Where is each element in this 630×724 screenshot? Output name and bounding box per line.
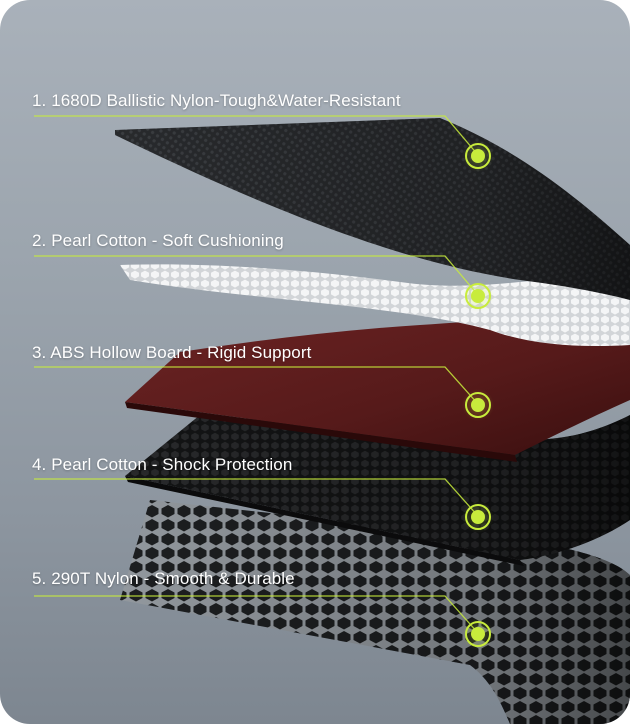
layer-label-5: 5. 290T Nylon - Smooth & Durable [32,569,295,588]
layer-2-white-pearl-cotton [120,264,630,347]
leader-line-5 [34,595,479,634]
layer-3-burgundy-abs-board [125,300,630,462]
marker-dots [462,140,494,650]
layer-label-1: 1. 1680D Ballistic Nylon-Tough&Water-Res… [32,91,401,110]
layer-label-3: 3. ABS Hollow Board - Rigid Support [32,343,312,362]
marker-dot-4 [462,501,494,533]
leader-line-4 [34,478,479,517]
marker-dot-1 [462,140,494,172]
layer-label-2: 2. Pearl Cotton - Soft Cushioning [32,231,284,250]
leader-line-3 [34,366,479,405]
marker-dot-3 [462,389,494,421]
layer-label-4: 4. Pearl Cotton - Shock Protection [32,455,293,474]
leader-lines [34,115,479,634]
leader-line-1 [34,115,479,156]
leader-line-2 [34,255,479,296]
layer-1-ballistic-nylon [115,118,630,300]
marker-dot-5 [462,618,494,650]
marker-dot-2 [462,280,494,312]
